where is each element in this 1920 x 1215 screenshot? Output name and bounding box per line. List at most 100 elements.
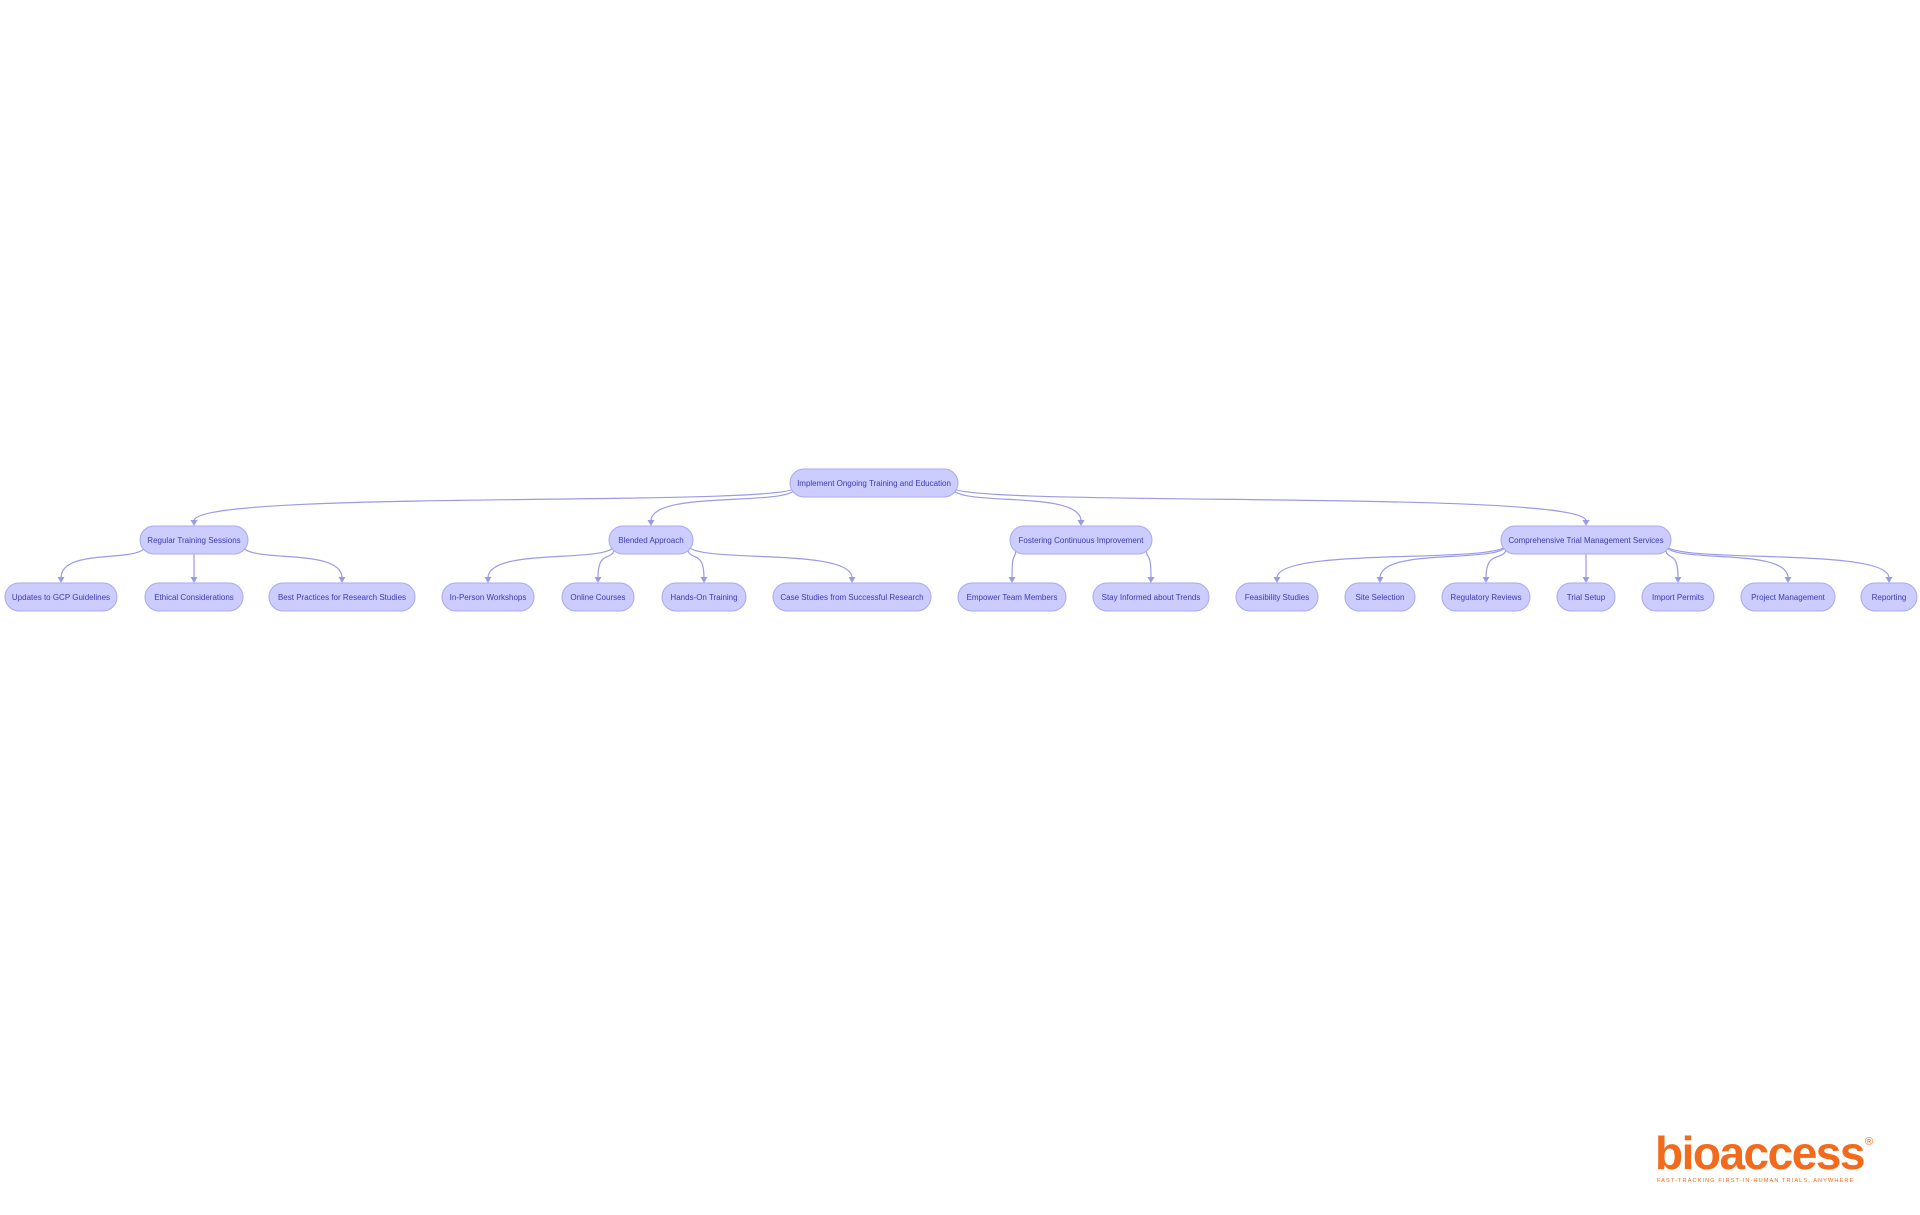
edge-root-b4-arrowhead <box>1582 520 1590 526</box>
node-label: Reporting <box>1872 593 1907 602</box>
diagram-node-c10: Feasibility Studies <box>1235 582 1319 612</box>
node-box <box>1344 582 1416 612</box>
diagram-node-root: Implement Ongoing Training and Education <box>789 468 959 498</box>
diagram-node-c5: Online Courses <box>561 582 635 612</box>
node-label: Blended Approach <box>618 536 683 545</box>
edge-b1-c2-arrowhead <box>190 577 198 583</box>
node-label: Empower Team Members <box>967 593 1058 602</box>
node-label: Site Selection <box>1356 593 1405 602</box>
node-box <box>957 582 1067 612</box>
edge-b2-c4-arrowhead <box>484 577 492 583</box>
edge-b2-c6-arrowhead <box>700 577 708 583</box>
edge-b3-c8-arrowhead <box>1008 577 1016 583</box>
diagram-node-b1: Regular Training Sessions <box>139 525 249 555</box>
edge-root-b3 <box>951 486 1082 522</box>
node-box <box>772 582 932 612</box>
node-label: Case Studies from Successful Research <box>780 593 923 602</box>
diagram-node-c11: Site Selection <box>1344 582 1416 612</box>
diagram-node-c16: Reporting <box>1860 582 1918 612</box>
bioaccess-logo: bioaccess ® FAST-TRACKING FIRST-IN-HUMAN… <box>1655 1128 1875 1188</box>
edge-b4-c15-arrowhead <box>1784 577 1792 583</box>
node-label: In-Person Workshops <box>450 593 527 602</box>
edge-b1-c1 <box>60 543 147 579</box>
edge-b2-c7-arrowhead <box>848 577 856 583</box>
edge-b4-c14-arrowhead <box>1674 577 1682 583</box>
node-box <box>661 582 747 612</box>
node-label: Feasibility Studies <box>1245 593 1309 602</box>
diagram-node-c15: Project Management <box>1740 582 1836 612</box>
node-label: Implement Ongoing Training and Education <box>797 479 951 488</box>
diagram-node-c4: In-Person Workshops <box>441 582 535 612</box>
node-box <box>1009 525 1153 555</box>
edge-root-b2 <box>650 486 797 522</box>
node-box <box>144 582 244 612</box>
edge-b4-c12-arrowhead <box>1482 577 1490 583</box>
node-label: Import Permits <box>1652 593 1704 602</box>
edge-b4-c16-arrowhead <box>1885 577 1893 583</box>
edge-root-b2-arrowhead <box>647 520 655 526</box>
diagram-node-c8: Empower Team Members <box>957 582 1067 612</box>
edge-b4-c15 <box>1664 543 1789 579</box>
registered-mark: ® <box>1865 1136 1874 1148</box>
node-box <box>561 582 635 612</box>
logo-wordmark: bioaccess <box>1655 1127 1865 1179</box>
diagram-node-b2: Blended Approach <box>608 525 694 555</box>
edge-b4-c11-arrowhead <box>1376 577 1384 583</box>
node-label: Regulatory Reviews <box>1450 593 1521 602</box>
node-box <box>1740 582 1836 612</box>
diagram-nodes: Implement Ongoing Training and Education… <box>4 468 1918 612</box>
node-label: Ethical Considerations <box>154 593 234 602</box>
edge-b4-c10-arrowhead <box>1273 577 1281 583</box>
node-box <box>608 525 694 555</box>
edge-b4-c11 <box>1379 543 1508 579</box>
diagram-node-b4: Comprehensive Trial Management Services <box>1500 525 1672 555</box>
diagram-node-c6: Hands-On Training <box>661 582 747 612</box>
node-box <box>1860 582 1918 612</box>
edge-b4-c16 <box>1664 543 1890 579</box>
diagram-edges <box>57 486 1893 583</box>
node-label: Project Management <box>1751 593 1826 602</box>
edge-b1-c1-arrowhead <box>57 577 65 583</box>
node-box <box>268 582 416 612</box>
node-label: Best Practices for Research Studies <box>278 593 406 602</box>
node-box <box>1441 582 1531 612</box>
node-box <box>1092 582 1210 612</box>
edge-b3-c9-arrowhead <box>1147 577 1155 583</box>
node-label: Comprehensive Trial Management Services <box>1508 536 1663 545</box>
node-box <box>1500 525 1672 555</box>
edge-root-b1-arrowhead <box>190 520 198 526</box>
node-box <box>789 468 959 498</box>
diagram-node-c3: Best Practices for Research Studies <box>268 582 416 612</box>
diagram-node-c12: Regulatory Reviews <box>1441 582 1531 612</box>
node-box <box>441 582 535 612</box>
node-label: Online Courses <box>570 593 625 602</box>
edge-b2-c5-arrowhead <box>594 577 602 583</box>
edge-b1-c3-arrowhead <box>338 577 346 583</box>
node-label: Regular Training Sessions <box>147 536 240 545</box>
node-box <box>1235 582 1319 612</box>
node-label: Trial Setup <box>1567 593 1606 602</box>
diagram-node-b3: Fostering Continuous Improvement <box>1009 525 1153 555</box>
edge-b2-c7 <box>686 543 853 579</box>
node-box <box>4 582 118 612</box>
edge-b4-c13-arrowhead <box>1582 577 1590 583</box>
edge-b1-c3 <box>241 543 343 579</box>
node-label: Stay Informed about Trends <box>1102 593 1201 602</box>
edge-root-b4 <box>951 486 1587 522</box>
edge-b2-c4 <box>487 543 616 579</box>
node-label: Hands-On Training <box>670 593 737 602</box>
diagram-node-c2: Ethical Considerations <box>144 582 244 612</box>
diagram-node-c14: Import Permits <box>1641 582 1715 612</box>
edge-b4-c10 <box>1276 543 1508 579</box>
node-label: Fostering Continuous Improvement <box>1019 536 1145 545</box>
diagram-node-c13: Trial Setup <box>1556 582 1616 612</box>
node-box <box>1641 582 1715 612</box>
node-box <box>1556 582 1616 612</box>
node-label: Updates to GCP Guidelines <box>12 593 110 602</box>
node-box <box>139 525 249 555</box>
diagram-node-c7: Case Studies from Successful Research <box>772 582 932 612</box>
diagram-node-c9: Stay Informed about Trends <box>1092 582 1210 612</box>
diagram-node-c1: Updates to GCP Guidelines <box>4 582 118 612</box>
logo-tagline: FAST-TRACKING FIRST-IN-HUMAN TRIALS, ANY… <box>1657 1178 1855 1184</box>
